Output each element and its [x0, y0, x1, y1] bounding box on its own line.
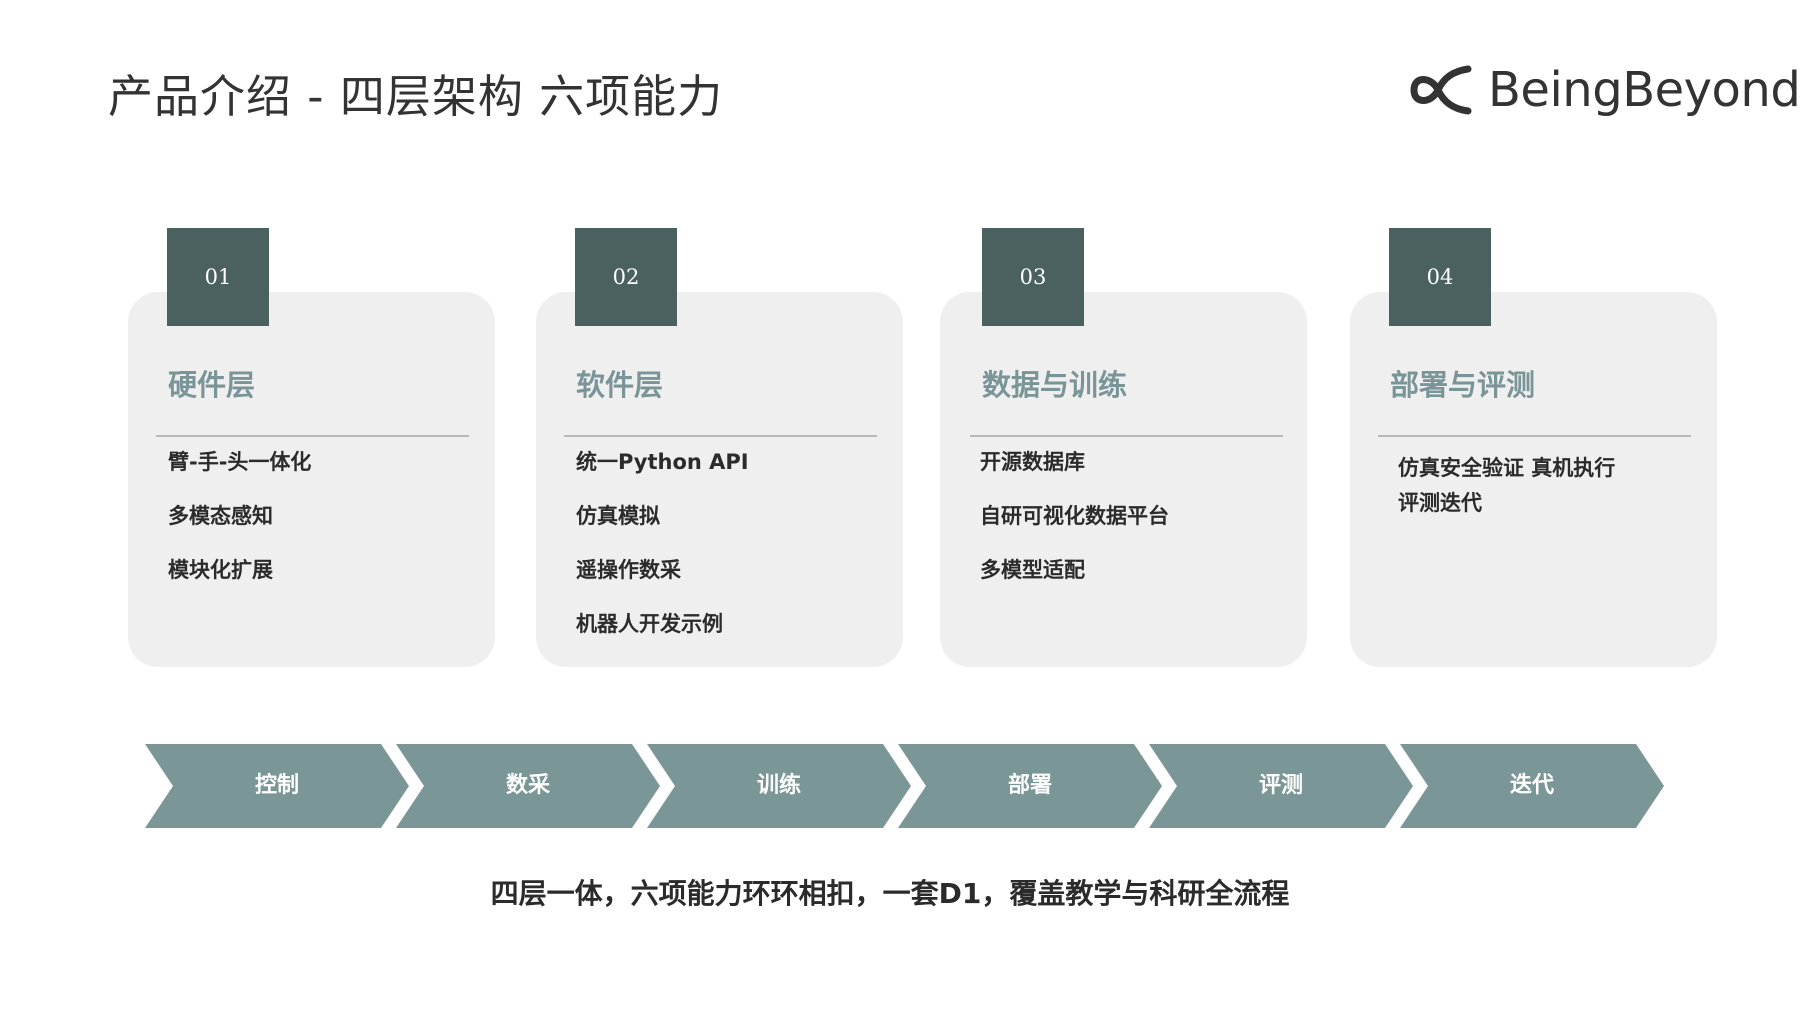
list-item: 开源数据库 — [980, 450, 1085, 474]
summary-text: 四层一体，六项能力环环相扣，一套D1，覆盖教学与科研全流程 — [490, 877, 1290, 910]
flow-step-collect: 数采 — [396, 744, 660, 828]
list-item: 仿真模拟 — [576, 504, 660, 528]
card-number-badge: 03 — [982, 228, 1084, 326]
flow-step-train: 训练 — [647, 744, 911, 828]
page-title: 产品介绍 - 四层架构 六项能力 — [108, 70, 724, 123]
flow-step-label: 训练 — [756, 773, 801, 798]
card-divider — [156, 435, 469, 437]
card-title: 软件层 — [576, 368, 664, 402]
flow-step-label: 部署 — [1007, 773, 1052, 798]
list-item: 评测迭代 — [1398, 491, 1482, 515]
card-divider — [564, 435, 877, 437]
list-item: 自研可视化数据平台 — [980, 504, 1169, 528]
brand-logo: BeingBeyond — [1410, 58, 1800, 122]
list-item: 统一Python API — [576, 450, 749, 474]
flow-step-label: 控制 — [254, 773, 299, 798]
card-deploy-eval — [1350, 292, 1717, 667]
card-number-badge: 04 — [1389, 228, 1491, 326]
list-item: 仿真安全验证 真机执行 — [1398, 456, 1616, 480]
flow-step-label: 评测 — [1258, 773, 1303, 798]
flow-step-evaluate: 评测 — [1149, 744, 1413, 828]
flow-step-deploy: 部署 — [898, 744, 1162, 828]
list-item: 机器人开发示例 — [576, 612, 723, 636]
card-hardware — [128, 292, 495, 667]
list-item: 臂-手-头一体化 — [168, 450, 312, 474]
flow-step-control: 控制 — [145, 744, 409, 828]
card-data-training — [940, 292, 1307, 667]
card-divider — [970, 435, 1283, 437]
flow-step-iterate: 迭代 — [1400, 744, 1664, 828]
list-item: 模块化扩展 — [168, 558, 273, 582]
card-number-badge: 02 — [575, 228, 677, 326]
card-title: 数据与训练 — [982, 368, 1128, 402]
list-item: 多模型适配 — [980, 558, 1085, 582]
card-software — [536, 292, 903, 667]
card-title: 部署与评测 — [1390, 368, 1536, 402]
card-number-badge: 01 — [167, 228, 269, 326]
flow-step-label: 迭代 — [1509, 773, 1554, 798]
bb-logo-icon — [1410, 65, 1472, 115]
brand-name: BeingBeyond — [1488, 62, 1800, 118]
list-item: 遥操作数采 — [576, 558, 681, 582]
list-item: 多模态感知 — [168, 504, 273, 528]
card-title: 硬件层 — [168, 368, 256, 402]
flow-step-label: 数采 — [505, 773, 550, 798]
card-divider — [1378, 435, 1691, 437]
